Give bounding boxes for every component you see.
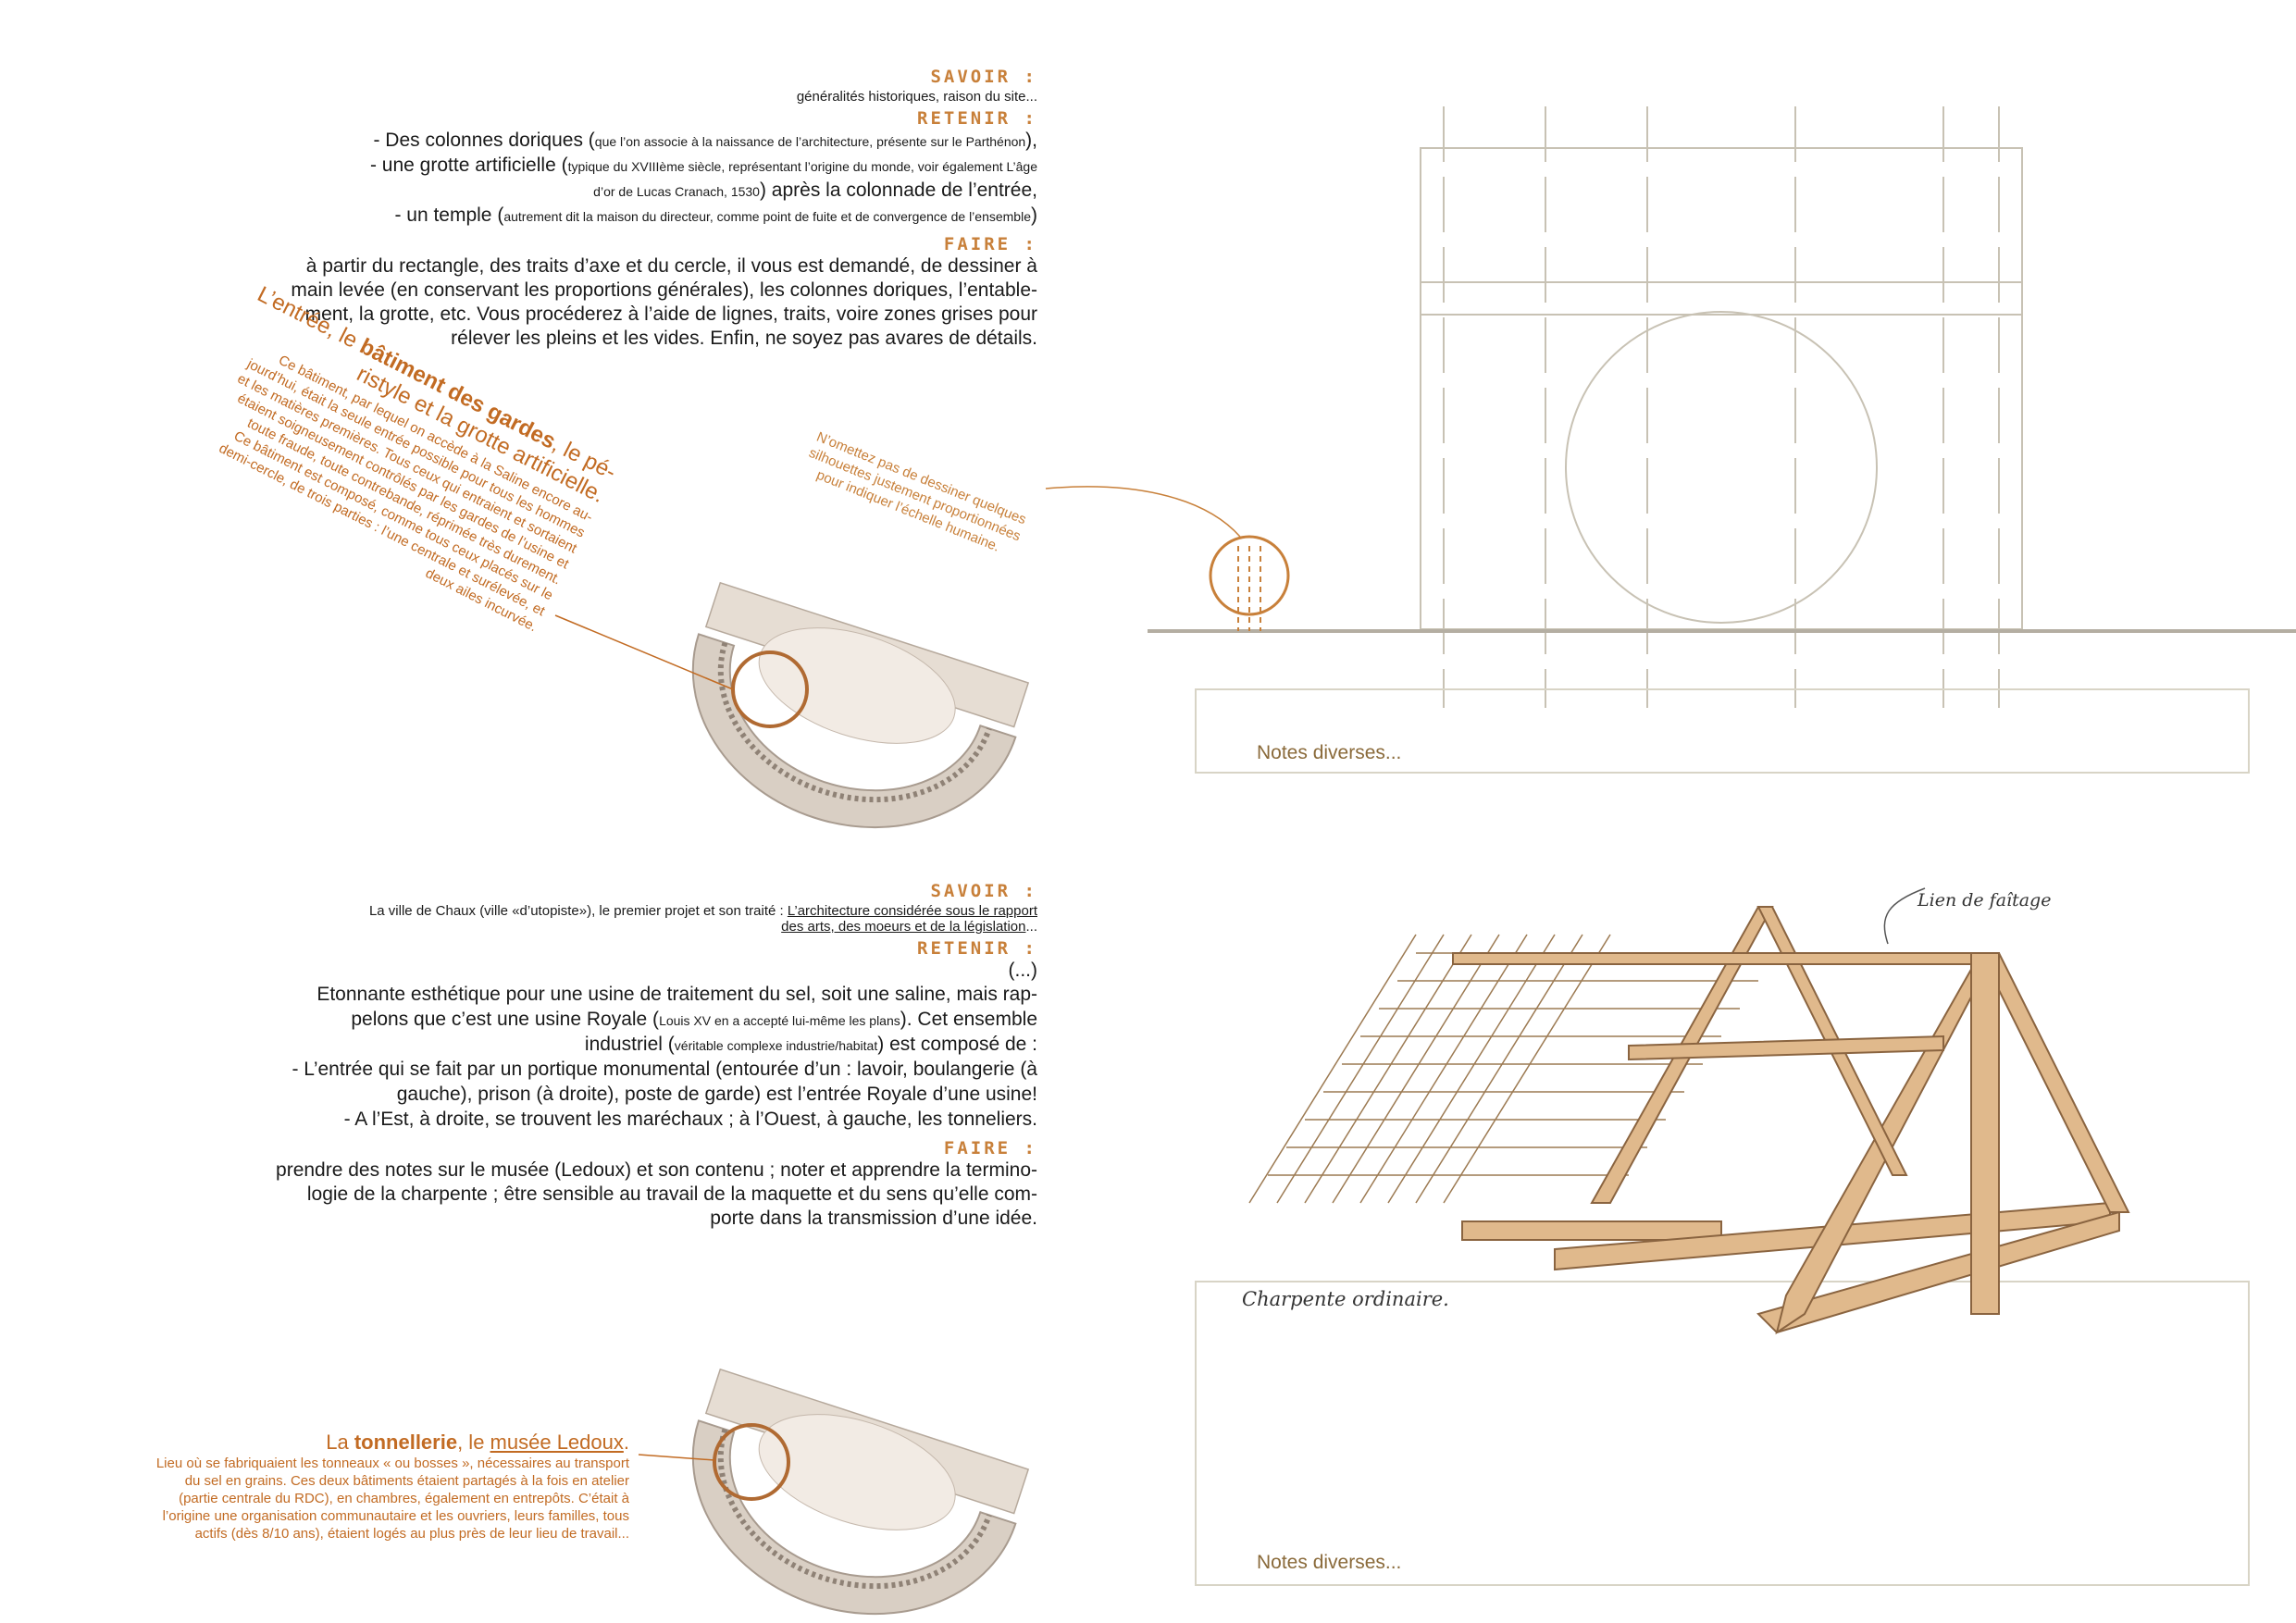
retenir2-aside: véritable complexe industrie/habitat bbox=[674, 1038, 878, 1053]
leader-line-2 bbox=[638, 1454, 715, 1461]
retenir2-end: ) est composé de : bbox=[877, 1034, 1037, 1055]
faire-line: rélever les pleins et les vides. Enfin, … bbox=[451, 328, 1037, 349]
retenir-end: ), bbox=[1025, 130, 1037, 151]
tonnellerie-title-end: . bbox=[623, 1431, 629, 1454]
label-leader bbox=[1883, 887, 1926, 945]
treatise-link-2[interactable]: des arts, des moeurs et de la législatio… bbox=[781, 919, 1026, 935]
retenir-heading-2: Retenir : bbox=[917, 938, 1037, 959]
notes-label-2: Notes diverses... bbox=[1257, 1552, 1402, 1573]
tonnellerie-description: Lieu où se fabriquaient les tonneaux « o… bbox=[83, 1455, 629, 1542]
notes-box-2 bbox=[1195, 1281, 2250, 1586]
retenir2-line: - A l’Est, à droite, se trouvent les mar… bbox=[205, 1108, 1037, 1133]
section1-text: Savoir : généralités historiques, raison… bbox=[205, 67, 1037, 351]
savoir-text-2: La ville de Chaux (ville «d’utopiste»), … bbox=[205, 903, 1037, 935]
faire-line: à partir du rectangle, des traits d’axe … bbox=[305, 255, 1037, 277]
tonnellerie-description-line: actifs (dès 8/10 ans), étaient logés au … bbox=[194, 1526, 629, 1542]
faire2-line: logie de la charpente ; être sensible au… bbox=[306, 1183, 1037, 1205]
faire2-line: porte dans la transmission d’une idée. bbox=[710, 1208, 1037, 1229]
treatise-link-1[interactable]: L’architecture considérée sous le rappor… bbox=[787, 903, 1037, 919]
elevation-rectangle bbox=[1420, 147, 2023, 630]
retenir-heading: Retenir : bbox=[917, 108, 1037, 129]
retenir-main: - Des colonnes doriques ( bbox=[373, 130, 595, 151]
retenir2-main: industriel ( bbox=[584, 1034, 675, 1055]
lien-de-faitage-label: Lien de faîtage bbox=[1917, 890, 2052, 911]
retenir2-main: pelons que c’est une usine Royale ( bbox=[351, 1009, 660, 1030]
savoir-heading: Savoir : bbox=[930, 67, 1037, 87]
truss-frames bbox=[1452, 906, 2130, 1335]
retenir-end: ) après la colonnade de l’entrée, bbox=[759, 180, 1037, 201]
grotto-circle bbox=[1565, 311, 1878, 624]
retenir2-line: pelons que c’est une usine Royale (Louis… bbox=[205, 1008, 1037, 1033]
tonnellerie-title-bold: tonnellerie bbox=[354, 1431, 458, 1454]
retenir-line: - une grotte artificielle (typique du XV… bbox=[205, 154, 1037, 179]
faire-line: ment, la grotte, etc. Vous procéderez à … bbox=[304, 304, 1037, 325]
tonnellerie-title-pre: La bbox=[326, 1431, 354, 1454]
faire-text-2: prendre des notes sur le musée (Ledoux) … bbox=[205, 1158, 1037, 1231]
retenir-list: - Des colonnes doriques (que l’on associ… bbox=[205, 129, 1037, 229]
saline-plan-2 bbox=[691, 1368, 1030, 1616]
retenir-list-2: Etonnante esthétique pour une usine de t… bbox=[205, 983, 1037, 1133]
retenir-main: - une grotte artificielle ( bbox=[369, 155, 568, 176]
charpente-ordinaire-label: Charpente ordinaire. bbox=[1242, 1288, 1449, 1310]
faire-line: main levée (en conservant les proportion… bbox=[291, 279, 1037, 301]
retenir2-line: industriel (véritable complexe industrie… bbox=[205, 1033, 1037, 1058]
retenir-aside: que l’on associe à la naissance de l’arc… bbox=[594, 134, 1026, 149]
retenir-aside: d’or de Lucas Cranach, 1530 bbox=[593, 184, 760, 199]
retenir2-line: - L’entrée qui se fait par un portique m… bbox=[205, 1058, 1037, 1083]
retenir-aside: autrement dit la maison du directeur, co… bbox=[503, 209, 1031, 224]
notes-box-1 bbox=[1195, 688, 2250, 774]
section2-text: Savoir : La ville de Chaux (ville «d’uto… bbox=[205, 881, 1037, 1231]
retenir-main: - un temple ( bbox=[394, 204, 504, 226]
roof-battens bbox=[1248, 934, 1777, 1204]
savoir-ellipsis: ... bbox=[1025, 919, 1037, 935]
tonnellerie-title-mid: , le bbox=[457, 1431, 490, 1454]
highlight-circle-2 bbox=[713, 1423, 790, 1501]
elevation-drawing bbox=[1420, 106, 2023, 708]
tonnellerie-block: La tonnellerie, le musée Ledoux. Lieu où… bbox=[83, 1431, 629, 1542]
faire-heading: Faire : bbox=[943, 234, 1037, 254]
retenir2-main: - L’entrée qui se fait par un portique m… bbox=[292, 1059, 1037, 1080]
notes-label-1: Notes diverses... bbox=[1257, 742, 1402, 763]
retenir-line: - Des colonnes doriques (que l’on associ… bbox=[205, 129, 1037, 154]
retenir2-main: - A l’Est, à droite, se trouvent les mar… bbox=[343, 1109, 1037, 1130]
faire-heading-2: Faire : bbox=[943, 1138, 1037, 1158]
saline-plan-1 bbox=[691, 581, 1030, 829]
tonnellerie-title: La tonnellerie, le musée Ledoux. bbox=[83, 1431, 629, 1455]
human-scale-marker bbox=[1045, 486, 1290, 631]
savoir-text-plain: La ville de Chaux (ville «d’utopiste»), … bbox=[368, 903, 788, 919]
faire2-line: prendre des notes sur le musée (Ledoux) … bbox=[276, 1159, 1037, 1181]
tonnellerie-description-line: du sel en grains. Ces deux bâtiments éta… bbox=[184, 1473, 629, 1489]
retenir2-end: ). Cet ensemble bbox=[900, 1009, 1037, 1030]
savoir-heading-2: Savoir : bbox=[930, 881, 1037, 901]
roof-truss-illustration bbox=[1248, 906, 2130, 1335]
axis-lines bbox=[1443, 106, 2000, 708]
retenir-line: - un temple (autrement dit la maison du … bbox=[205, 204, 1037, 229]
musee-ledoux-link[interactable]: musée Ledoux bbox=[490, 1431, 624, 1454]
retenir2-main: gauche), prison (à droite), poste de gar… bbox=[396, 1084, 1037, 1105]
retenir-ellipsis: (...) bbox=[1008, 960, 1038, 981]
savoir-text: généralités historiques, raison du site.… bbox=[796, 89, 1037, 105]
tonnellerie-description-line: l’origine une organisation communautaire… bbox=[162, 1508, 629, 1524]
retenir2-line: gauche), prison (à droite), poste de gar… bbox=[205, 1083, 1037, 1108]
retenir-line: d’or de Lucas Cranach, 1530) après la co… bbox=[205, 179, 1037, 204]
leader-line-1 bbox=[554, 614, 734, 690]
tonnellerie-description-line: Lieu où se fabriquaient les tonneaux « o… bbox=[155, 1456, 629, 1471]
retenir2-main: Etonnante esthétique pour une usine de t… bbox=[316, 984, 1037, 1005]
retenir-end: ) bbox=[1031, 204, 1037, 226]
retenir2-line: Etonnante esthétique pour une usine de t… bbox=[205, 983, 1037, 1008]
tonnellerie-description-line: (partie centrale du RDC), en chambres, é… bbox=[179, 1491, 629, 1506]
retenir2-aside: Louis XV en a accepté lui-même les plans bbox=[659, 1013, 900, 1028]
retenir-aside: typique du XVIIIème siècle, représentant… bbox=[567, 159, 1037, 174]
faire-text: à partir du rectangle, des traits d’axe … bbox=[205, 254, 1037, 351]
